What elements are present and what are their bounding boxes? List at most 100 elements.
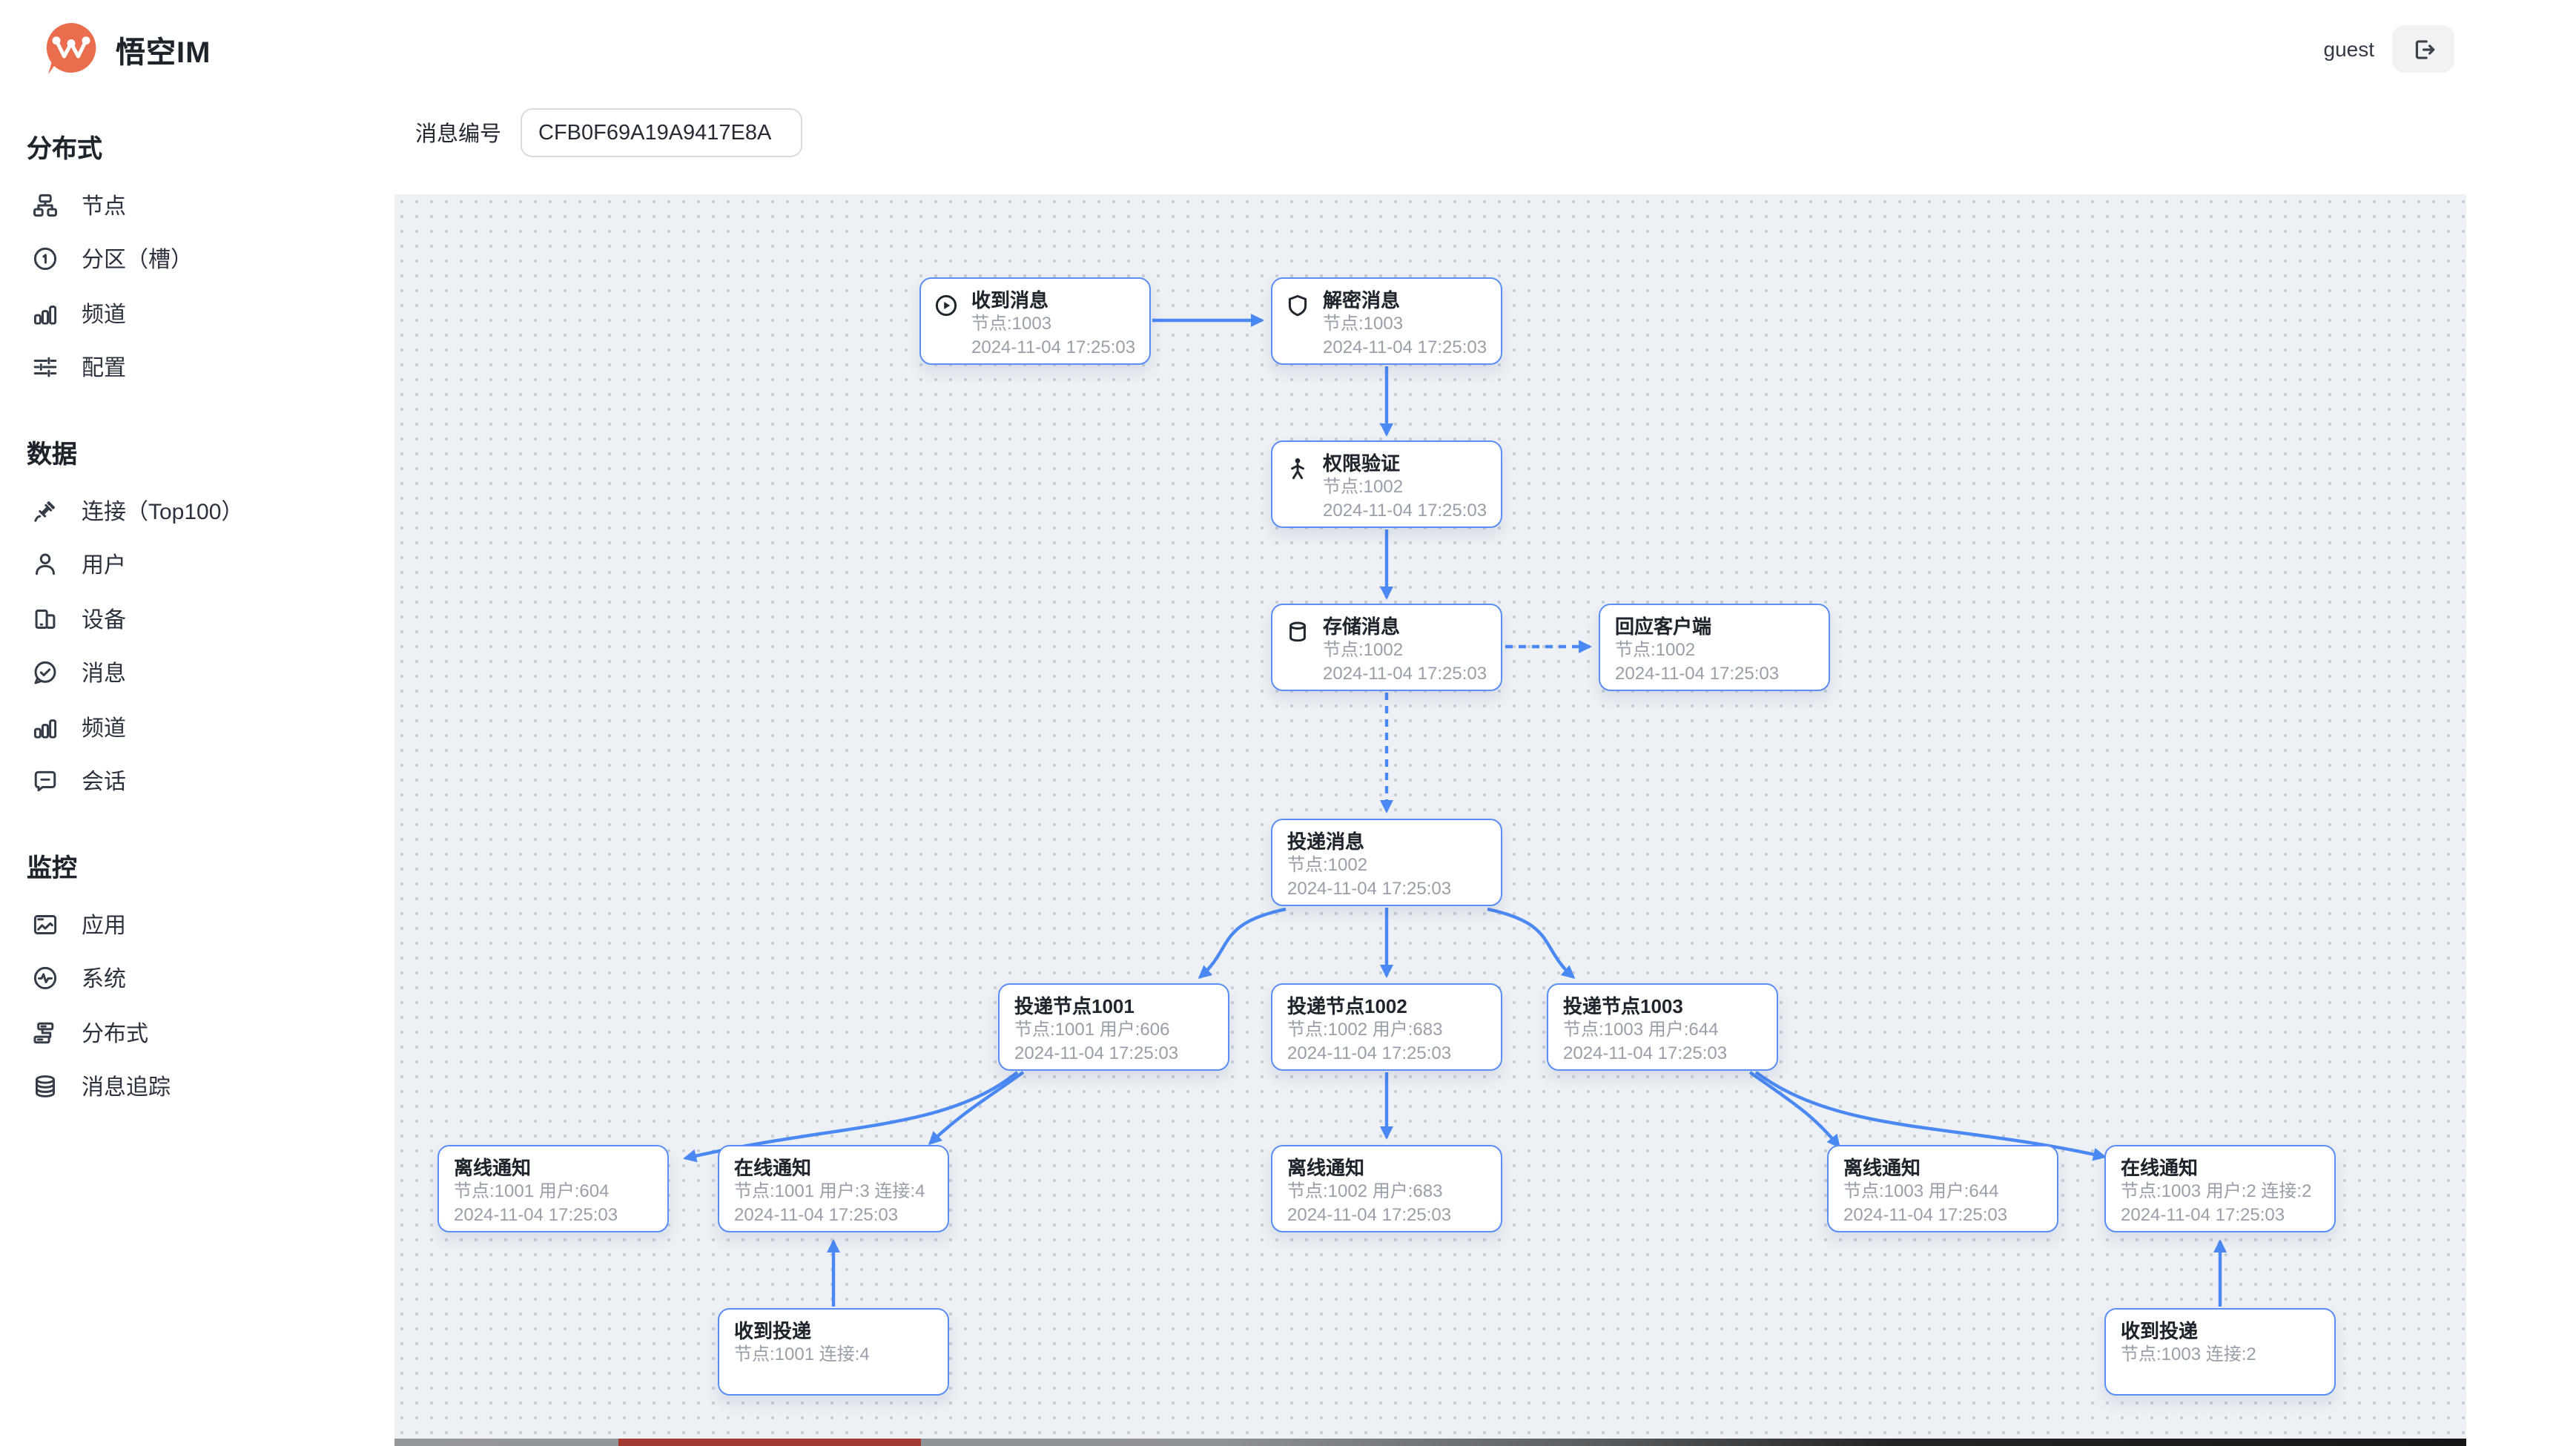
sidebar-item-label: 分布式 <box>82 1021 149 1047</box>
flow-node-received-delivery-1003[interactable]: 收到投递节点:1003 连接:2 <box>2104 1308 2336 1396</box>
flow-node-title: 解密消息 <box>1323 289 1401 311</box>
sidebar-section-title: 数据 <box>27 440 77 469</box>
sidebar-item-app-window-2-0[interactable]: 应用 <box>0 897 394 951</box>
play-circle-icon <box>935 294 957 317</box>
shield-icon <box>1288 294 1307 317</box>
flow-node-title: 回应客户端 <box>1615 615 1712 638</box>
flow-node-online-notify-1001[interactable]: 在线通知节点:1001 用户:3 连接:4 2024-11-04 17:25:03 <box>718 1145 949 1232</box>
flow-node-detail: 节点:1001 用户:604 <box>454 1181 610 1201</box>
sidebar-item-system-pulse-2-1[interactable]: 系统 <box>0 951 394 1006</box>
flow-node-timestamp: 2024-11-04 17:25:03 <box>454 1204 618 1224</box>
sidebar-item-message-check-1-3[interactable]: 消息 <box>0 646 394 700</box>
bar-chart-icon <box>33 719 57 739</box>
sidebar-item-label: 系统 <box>82 967 127 993</box>
sidebar-item-bar-chart-1-4[interactable]: 频道 <box>0 700 394 754</box>
system-pulse-icon <box>33 967 57 990</box>
flow-node-title: 在线通知 <box>734 1157 812 1179</box>
sidebar-item-label: 消息追踪 <box>82 1075 171 1101</box>
flow-node-title: 投递节点1001 <box>1014 995 1135 1017</box>
sidebar-item-label: 配置 <box>82 356 127 382</box>
sidebar-section-title: 分布式 <box>27 135 102 163</box>
brand: 悟空IM <box>0 19 211 79</box>
app-header: 悟空IM guest <box>0 0 2576 98</box>
header-right: guest <box>2324 25 2576 73</box>
flow-node-title: 离线通知 <box>1843 1157 1921 1179</box>
slot-icon <box>33 248 57 271</box>
flow-node-detail: 节点:1003 连接:2 <box>2121 1344 2256 1364</box>
logout-button[interactable] <box>2392 25 2454 73</box>
sidebar: 分布式节点分区（槽）频道配置数据连接（Top100）用户设备消息频道会话监控应用… <box>0 98 394 1446</box>
flow-node-detail: 节点:1003 <box>1323 313 1404 334</box>
accessibility-icon <box>1291 457 1304 480</box>
blocks-icon <box>33 1022 54 1043</box>
sidebar-item-label: 频道 <box>82 716 127 742</box>
nodes-icon <box>33 194 57 217</box>
flow-node-timestamp: 2024-11-04 17:25:03 <box>1323 336 1487 357</box>
flow-node-timestamp: 2024-11-04 17:25:03 <box>1563 1042 1728 1063</box>
flow-node-title: 收到投递 <box>734 1320 812 1342</box>
sidebar-item-plug-1-0[interactable]: 连接（Top100） <box>0 483 394 538</box>
flow-node-timestamp: 2024-11-04 17:25:03 <box>1323 499 1487 520</box>
flow-node-detail: 节点:1002 <box>1287 854 1368 875</box>
sidebar-item-label: 应用 <box>82 913 127 939</box>
flow-node-timestamp: 2024-11-04 17:25:03 <box>1287 1042 1452 1063</box>
horizontal-scrollbar[interactable] <box>394 1439 2466 1446</box>
app-title: 悟空IM <box>116 36 211 69</box>
flow-node-title: 投递节点1003 <box>1563 995 1683 1017</box>
sidebar-item-label: 消息 <box>82 661 127 687</box>
chat-minus-icon <box>34 771 56 792</box>
flow-node-received-delivery-1001[interactable]: 收到投递节点:1001 连接:4 <box>718 1308 949 1396</box>
logout-icon <box>2414 39 2434 59</box>
flow-node-title: 离线通知 <box>454 1157 532 1179</box>
flow-node-title: 收到投递 <box>2121 1320 2199 1342</box>
flow-node-detail: 节点:1001 连接:4 <box>734 1344 870 1364</box>
flow-node-timestamp: 2024-11-04 17:25:03 <box>1287 877 1452 898</box>
sidebar-item-chat-minus-1-5[interactable]: 会话 <box>0 754 394 808</box>
sidebar-item-bar-chart-0-2[interactable]: 频道 <box>0 286 394 340</box>
devices-icon <box>35 609 56 629</box>
flow-node-title: 离线通知 <box>1287 1157 1365 1179</box>
flow-node-detail: 节点:1002 <box>1615 639 1696 660</box>
sidebar-item-slot-0-1[interactable]: 分区（槽） <box>0 232 394 286</box>
flow-node-detail: 节点:1002 <box>1323 639 1404 660</box>
db-icon <box>36 1075 55 1098</box>
flow-node-title: 投递节点1002 <box>1287 995 1407 1017</box>
flow-node-timestamp: 2024-11-04 17:25:03 <box>734 1204 899 1224</box>
sidebar-item-devices-1-2[interactable]: 设备 <box>0 592 394 646</box>
flow-node-timestamp: 2024-11-04 17:25:03 <box>1615 662 1780 683</box>
flow-node-timestamp: 2024-11-04 17:25:03 <box>1323 662 1487 683</box>
sidebar-item-label: 连接（Top100） <box>82 499 244 525</box>
flow-node-detail: 节点:1001 用户:3 连接:4 <box>734 1181 925 1201</box>
sidebar-item-label: 会话 <box>82 770 127 796</box>
sidebar-item-user-1-1[interactable]: 用户 <box>0 538 394 592</box>
flow-node-offline-notify-1001[interactable]: 离线通知节点:1001 用户:604 2024-11-04 17:25:03 <box>437 1145 669 1232</box>
message-id-input[interactable] <box>521 108 802 157</box>
flow-node-timestamp: 2024-11-04 17:25:03 <box>2121 1204 2285 1224</box>
sidebar-item-nodes-0-0[interactable]: 节点 <box>0 178 394 232</box>
flow-node-detail: 节点:1003 用户:644 <box>1563 1019 1719 1040</box>
sidebar-item-sliders-0-3[interactable]: 配置 <box>0 340 394 394</box>
scrollbar-thumb[interactable] <box>618 1439 921 1446</box>
sidebar-item-db-2-3[interactable]: 消息追踪 <box>0 1060 394 1114</box>
app-logo-icon <box>46 23 96 74</box>
sidebar-item-label: 节点 <box>82 194 127 219</box>
flow-node-detail: 节点:1003 用户:644 <box>1843 1181 1999 1201</box>
sidebar-item-label: 频道 <box>82 302 127 328</box>
flow-node-detail: 节点:1002 <box>1323 476 1404 497</box>
flow-node-detail: 节点:1002 用户:683 <box>1287 1019 1443 1040</box>
sidebar-item-blocks-2-2[interactable]: 分布式 <box>0 1006 394 1060</box>
